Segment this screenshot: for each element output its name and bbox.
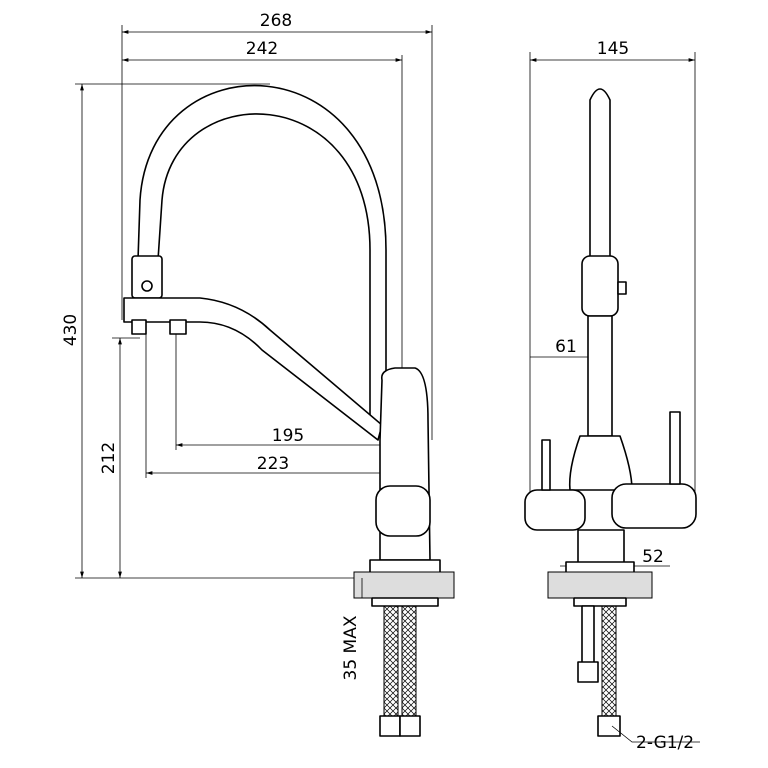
supply-hose [401,605,417,717]
dimension-spray-height: 212 [99,442,119,474]
rod-nut [577,661,599,683]
countertop-section-front [547,571,653,599]
right-lever [669,411,681,485]
dimension-mount-thickness: 35 MAX [341,615,361,680]
dimension-base-diameter: 52 [642,547,664,567]
left-lever [541,439,551,491]
mount-nut-front [573,597,627,607]
dimension-overall-height: 430 [61,314,81,346]
supply-hose-front [601,605,617,717]
outlet-nozzle [131,319,147,335]
side-view: 268 242 430 212 195 223 35 MAX [61,11,455,737]
spout-front [589,88,611,261]
lever-handle [375,485,431,537]
body-front [568,435,633,491]
left-handle [524,489,586,531]
dimension-spout-reach: 242 [246,39,278,59]
countertop-section [353,571,455,599]
hose-nut-front [597,715,621,737]
outlet-nozzle [169,319,187,335]
filtered-water-arm [123,297,383,441]
dimension-front-width: 145 [597,39,629,59]
dimension-overall-width: 268 [260,11,292,31]
leader-line [611,725,700,743]
dimension-outlet-reach-1: 195 [272,426,304,446]
gooseneck-spout [137,84,387,420]
dimension-offset: 61 [555,337,577,357]
spray-button [141,280,153,292]
supply-hose [383,605,399,717]
spout-column [587,315,613,437]
front-view: 145 61 52 2-G1/2 [524,39,700,753]
mount-nut [371,597,439,607]
right-handle [611,483,697,529]
connection-thread-label: 2-G1/2 [636,733,694,753]
body-base [577,529,625,565]
dimension-outlet-reach-2: 223 [257,454,289,474]
hose-nut [399,715,421,737]
hose-nut [379,715,401,737]
spray-head-front [581,255,619,317]
spray-button-front [617,281,627,295]
